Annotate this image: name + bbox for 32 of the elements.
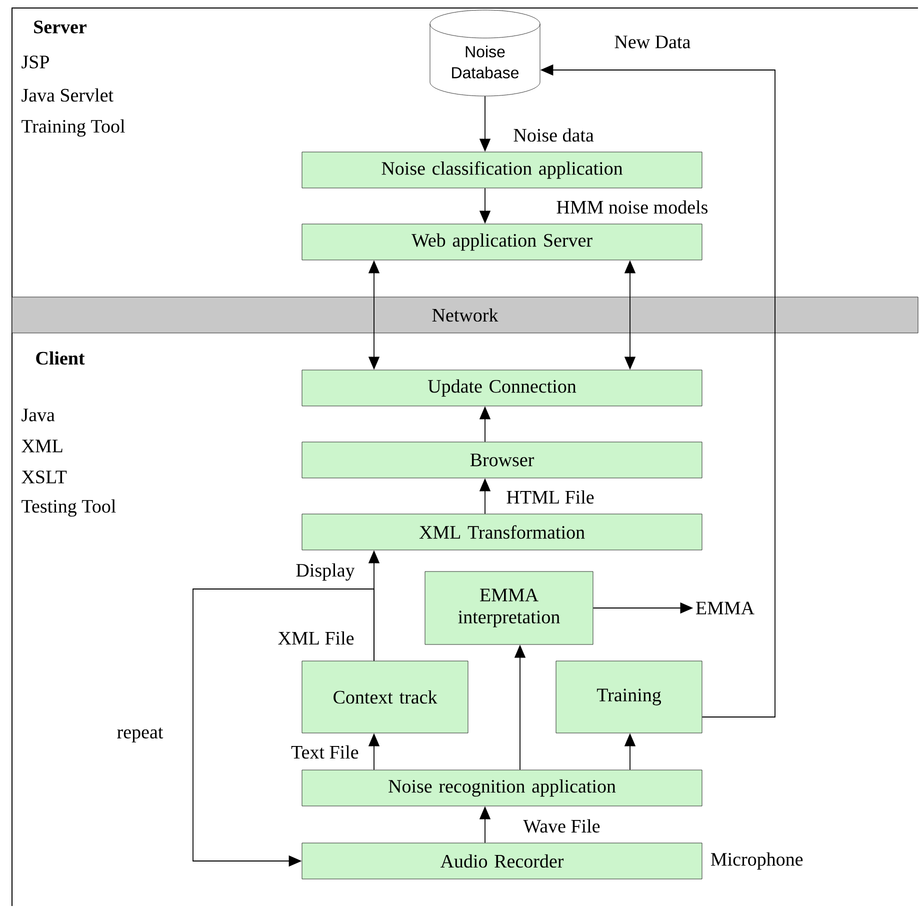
label: JSP — [22, 56, 49, 68]
label: Java Servlet — [22, 88, 114, 102]
process-box: Training — [556, 660, 702, 734]
edge-label: HMM noise models — [555, 199, 710, 215]
section-heading: Client — [36, 351, 85, 365]
output-label: EMMA — [696, 602, 754, 614]
process-box: Update Connection — [302, 370, 702, 406]
process-box: XML Transformation — [302, 514, 702, 550]
section-heading: Server — [34, 20, 86, 34]
process-box: Web application Server — [302, 224, 702, 260]
process-box: Audio Recorder — [302, 842, 702, 880]
label: Java — [22, 408, 55, 422]
edge-label: Display — [294, 562, 356, 582]
edge-label: Noise data — [512, 127, 595, 143]
label: XML File — [278, 631, 354, 645]
label: Training Tool — [22, 119, 125, 137]
process-box: EMMA interpretation — [424, 571, 594, 645]
database-cylinder: Noise Database — [430, 10, 540, 96]
label: XML — [22, 440, 62, 452]
process-box: Browser — [302, 442, 702, 478]
label: XSLT — [22, 470, 67, 484]
process-box: Context track — [302, 660, 468, 734]
label: Testing Tool — [22, 499, 116, 517]
edge-label: New Data — [613, 34, 692, 50]
edge-label: repeat — [116, 726, 164, 744]
network-band: Network — [12, 296, 918, 334]
edge-label: Text File — [290, 744, 360, 760]
edge-label: Wave File — [522, 818, 602, 834]
beside-label: Microphone — [710, 852, 803, 870]
process-box: Noise classification application — [302, 152, 702, 188]
process-box: Noise recognition application — [302, 770, 702, 806]
edge-label: HTML File — [505, 489, 596, 505]
